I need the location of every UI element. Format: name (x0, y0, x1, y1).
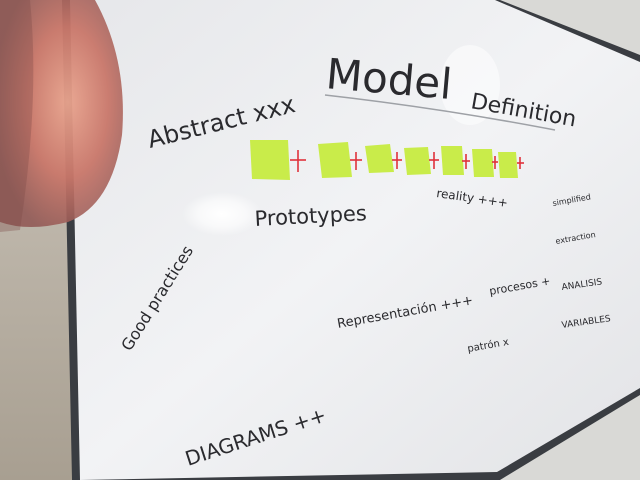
sticky-note (318, 142, 352, 178)
sticky-note (472, 149, 494, 177)
title-underline (324, 94, 556, 131)
sticky-notes-row (250, 140, 518, 180)
sticky-note (404, 147, 431, 175)
sticky-note (250, 140, 290, 180)
sticky-note (365, 144, 394, 173)
light-glare (182, 192, 262, 236)
window-reflection (440, 45, 500, 125)
sticky-note (498, 152, 518, 178)
label-prototypes: Prototypes (254, 201, 367, 231)
red-plus-marks (290, 150, 524, 172)
title-model: Model (324, 49, 454, 109)
finger-shadow (0, 0, 34, 232)
sticky-note (441, 146, 464, 175)
finger-blur (0, 0, 123, 227)
